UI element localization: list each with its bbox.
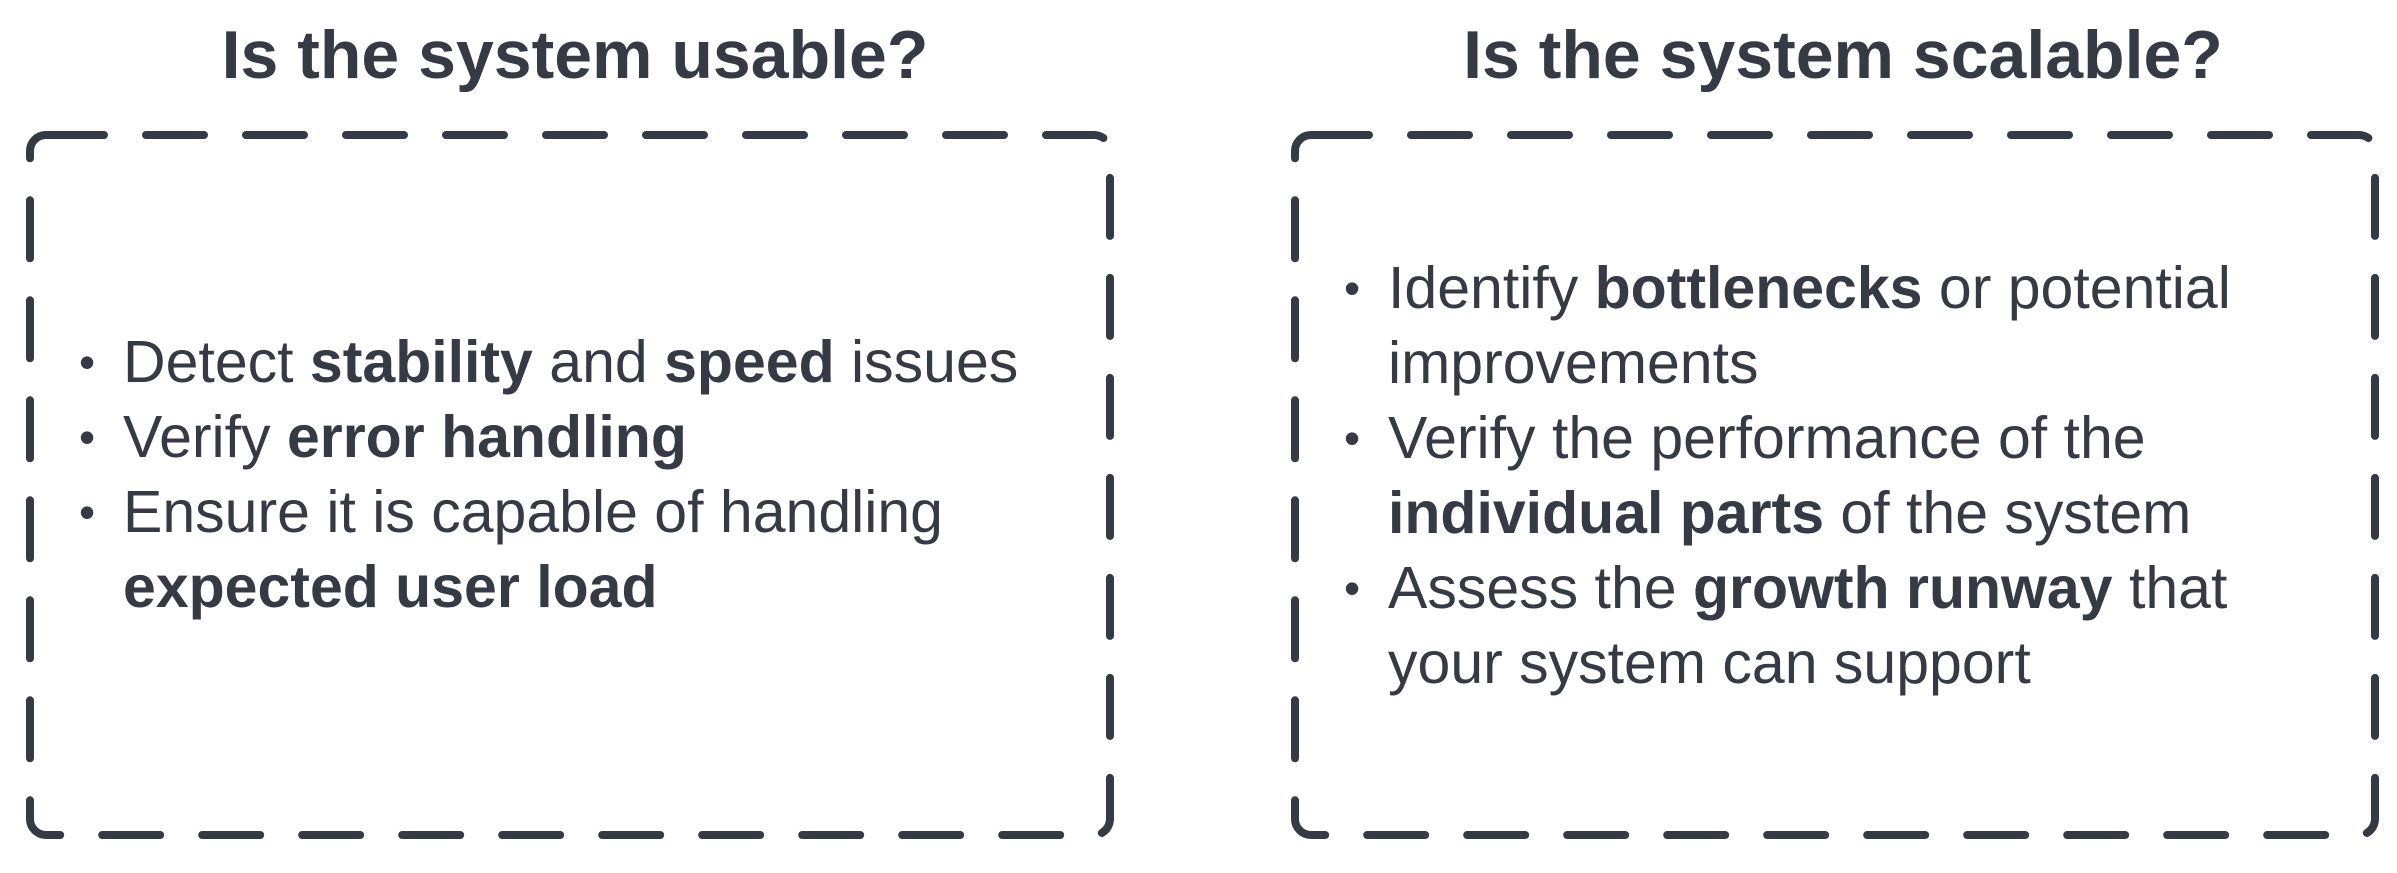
bullet-item: • Assess the growth runway that your syst… (1342, 551, 2352, 701)
dashed-frame (1291, 131, 2379, 839)
bullet-dot-icon: • (1344, 412, 1361, 464)
bullet-text: and (532, 329, 665, 395)
bullet-dot-icon: • (79, 411, 96, 463)
scalability-panel: Is the system scalable? • Identify bottle… (1290, 0, 2380, 873)
usability-panel: Is the system usable? • Detect stability … (25, 0, 1115, 873)
bullet-emphasis: growth runway (1692, 555, 2113, 621)
bullet-text: or potential improvements (1388, 255, 2231, 396)
dashed-border (26, 131, 1114, 839)
bullet-emphasis: expected user load (123, 554, 658, 620)
panel-title: Is the system usable? (221, 17, 929, 93)
bullet-text: Assess the (1388, 555, 1693, 621)
bullet-dot-icon: • (79, 486, 96, 538)
bullet-text: Verify the performance of the (1388, 405, 2146, 471)
dashed-frame (26, 131, 1114, 839)
bullet-text: issues (834, 329, 1019, 395)
bullet-text: of the system (1824, 480, 2192, 546)
bullet-item: • Verify the performance of the individua… (1342, 401, 2352, 551)
bullet-item: • Detect stability and speed issues (77, 325, 1087, 400)
bullet-item: • Ensure it is capable of handling expect… (77, 475, 1087, 625)
bullet-emphasis: bottlenecks (1594, 255, 1923, 321)
bullet-list: • Identify bottlenecks or potential impro… (1342, 251, 2352, 701)
bullet-emphasis: stability (309, 329, 533, 395)
panel-title: Is the system scalable? (1463, 17, 2223, 93)
bullet-text: Ensure it is capable of handling (123, 479, 943, 545)
bullet-emphasis: individual parts (1388, 480, 1825, 546)
bullet-dot-icon: • (79, 336, 96, 388)
bullet-dot-icon: • (1344, 262, 1361, 314)
dashed-border (1291, 131, 2379, 839)
bullet-emphasis: error handling (286, 404, 687, 470)
bullet-text: Identify (1388, 255, 1595, 321)
bullet-emphasis: speed (664, 329, 835, 395)
bullet-dot-icon: • (1344, 562, 1361, 614)
bullet-list: • Detect stability and speed issues • Verif… (77, 325, 1087, 625)
bullet-text: that your system can support (1388, 555, 2228, 696)
bullet-item: • Identify bottlenecks or potential impro… (1342, 251, 2352, 401)
bullet-text: Detect (123, 329, 310, 395)
bullet-item: • Verify error handling (77, 400, 1087, 475)
bullet-text: Verify (123, 404, 287, 470)
